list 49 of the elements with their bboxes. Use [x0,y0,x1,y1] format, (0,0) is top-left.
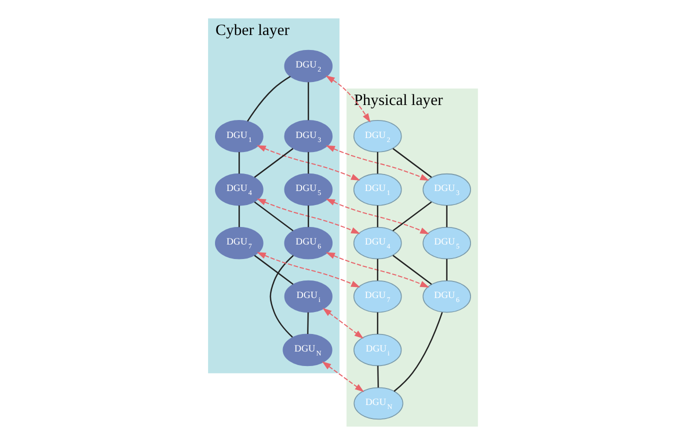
node-ellipse: DGU$_{2}$ [352,120,402,152]
connector [307,82,309,120]
arrow [322,308,364,339]
node-ellipse: DGU$_{7}$ [214,226,263,260]
connector [446,258,447,281]
arrow [325,145,429,181]
connector [254,148,293,178]
node-ellipse: DGU$_{2}$ [284,50,332,82]
arrow [325,198,429,234]
node-ellipse: DGU$_{1}$ [352,173,402,206]
node-ellipse: DGU$_{3}$ [422,173,471,206]
connector [392,148,432,178]
connector [376,258,378,281]
node-ellipse: DGU$_{i}$ [353,334,402,366]
node-ellipse: DGU$_{5}$ [284,173,332,206]
connector [238,152,240,174]
node-ellipse: DGU$_{N}$ [282,334,332,366]
arrow [256,198,360,234]
connector [376,152,378,174]
connector [238,205,240,228]
connector [376,366,378,388]
node-ellipse: DGU$_{5}$ [422,226,471,260]
connector [393,312,442,392]
node-ellipse: DGU$_{4}$ [352,226,402,260]
connector [376,205,378,228]
connector [254,254,293,285]
node-ellipse: DGU$_{6}$ [284,226,332,260]
connector [392,254,432,285]
node-ellipse: DGU$_{7}$ [352,280,402,313]
connector [376,312,378,334]
arrow [256,145,360,180]
connector [392,201,432,232]
node-ellipse: DGU$_{i}$ [284,280,332,313]
connector [254,201,293,232]
arrow [325,252,429,288]
connector [307,152,309,174]
node-ellipse: DGU$_{6}$ [422,280,471,313]
node-ellipse: DGU$_{3}$ [284,120,332,152]
connector [306,312,308,334]
arrow [321,361,364,392]
node-ellipse: DGU$_{4}$ [214,173,263,206]
connector [246,76,290,122]
node-ellipse: DGU$_{1}$ [214,120,263,152]
connector [307,205,309,228]
node-ellipse: DGU$_{N}$ [353,387,403,420]
arrow [256,252,360,288]
connector [446,205,447,228]
connector [269,255,294,338]
arrow [325,76,370,123]
